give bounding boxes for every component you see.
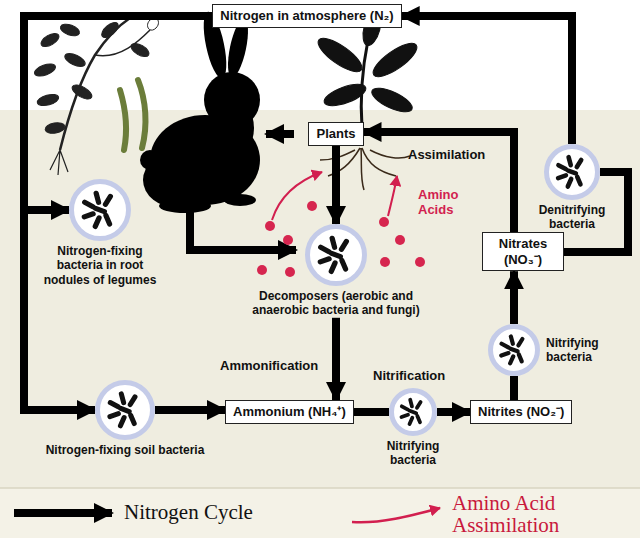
assimilation-arrow	[272, 172, 322, 220]
bacteria-circle	[69, 179, 131, 241]
box-label: Plants	[316, 126, 355, 142]
food-arrow	[266, 130, 294, 138]
process-label: Assimilation	[408, 147, 485, 162]
bacteria-circle	[544, 144, 600, 200]
legend-text: Amino Acid Assimilation	[452, 492, 592, 536]
rabbit-silhouette	[140, 10, 260, 213]
process-box: Nitrogen in atmosphere (N₂)	[212, 4, 401, 28]
legume-plant	[33, 18, 159, 175]
cycle-arrow	[510, 271, 518, 324]
box-label: Nitrates (NO₃⁻)	[490, 236, 556, 267]
cycle-arrow	[354, 408, 389, 416]
cycle-arrow	[24, 16, 212, 210]
process-box: Plants	[308, 122, 363, 146]
amino-acid-label: Amino Acids	[418, 188, 470, 218]
cycle-arrow	[332, 318, 340, 400]
bacteria-icon	[310, 229, 362, 281]
process-box: Ammonium (NH₄⁺)	[225, 400, 354, 424]
node-label: Nitrogen-fixing soil bacteria	[20, 443, 230, 457]
legend-band	[0, 488, 640, 538]
cycle-arrow	[332, 146, 340, 224]
process-label: Ammonification	[220, 358, 318, 373]
bacteria-circle	[389, 388, 437, 436]
waste-arrow	[190, 212, 296, 250]
cycle-arrow	[155, 406, 225, 414]
bacteria-node: Denitrifying bacteria	[530, 144, 614, 232]
bacteria-icon	[100, 385, 150, 435]
bacteria-icon	[394, 393, 432, 431]
process-box: Nitrites (NO₂⁻)	[470, 400, 572, 424]
bacteria-node: Nitrogen-fixing soil bacteria	[20, 380, 230, 457]
cycle-arrow	[437, 408, 470, 416]
process-box: Nitrates (NO₃⁻)	[482, 232, 564, 271]
bacteria-node: Nitrifying bacteria	[488, 324, 621, 376]
bacteria-node: Nitrogen-fixing bacteria in root nodules…	[35, 179, 165, 287]
process-label: Nitrification	[373, 368, 445, 383]
legend-line-sample	[14, 509, 112, 517]
bacteria-icon	[549, 149, 595, 195]
cycle-arrow	[402, 16, 572, 144]
cycle-arrow	[364, 132, 515, 232]
node-label: Nitrogen-fixing bacteria in root nodules…	[35, 244, 165, 287]
box-label: Nitrogen in atmosphere (N₂)	[220, 8, 393, 24]
bacteria-circle	[95, 380, 155, 440]
node-label: Denitrifying bacteria	[530, 203, 614, 232]
node-label: Nitrifying bacteria	[377, 439, 449, 468]
box-label: Nitrites (NO₂⁻)	[478, 404, 564, 420]
node-label: Nitrifying bacteria	[546, 336, 621, 365]
node-label: Decomposers (aerobic and anaerobic bacte…	[241, 289, 431, 318]
bacteria-node: Nitrifying bacteria	[377, 388, 449, 468]
bacteria-icon	[74, 184, 126, 236]
bacteria-circle	[488, 324, 540, 376]
cycle-arrow	[24, 16, 212, 410]
legend-line-sample	[352, 508, 440, 522]
cycle-arrow	[510, 376, 518, 400]
plant	[314, 9, 422, 190]
bacteria-node: Decomposers (aerobic and anaerobic bacte…	[241, 224, 431, 318]
box-label: Ammonium (NH₄⁺)	[233, 404, 346, 420]
legend-text: Nitrogen Cycle	[124, 501, 324, 523]
bacteria-icon	[493, 329, 535, 371]
bacteria-circle	[305, 224, 367, 286]
soil-ground	[0, 110, 640, 488]
assimilation-arrow	[388, 176, 397, 216]
